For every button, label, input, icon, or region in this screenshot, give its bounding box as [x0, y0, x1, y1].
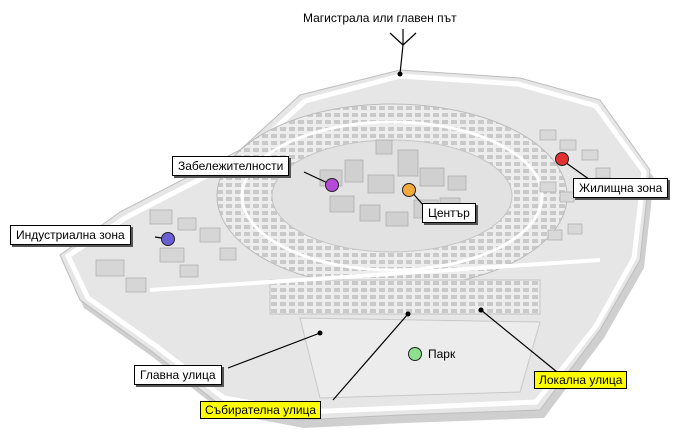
collector-street-label: Събирателна улица: [200, 401, 322, 419]
industrial-marker: [161, 232, 175, 246]
highway-leader-right: [402, 32, 417, 46]
highway-leader-line: [399, 44, 404, 75]
local-street-label: Локална улица: [534, 371, 628, 389]
city-center-area: [271, 139, 513, 253]
highway-ring: [64, 73, 647, 415]
residential-marker: [555, 152, 569, 166]
industrial-buildings: [95, 209, 237, 293]
park-label: Парк: [428, 347, 456, 361]
collector-street-leader: [332, 313, 409, 401]
center-marker: [402, 183, 416, 197]
lower-district-blocks: [269, 279, 541, 315]
landmarks-marker: [325, 178, 339, 192]
local-street-leader: [480, 309, 558, 373]
main-road: [149, 258, 601, 292]
residential-buildings: [539, 129, 611, 241]
highway-leader-left: [389, 32, 404, 46]
landmarks-label: Забележителности: [172, 156, 290, 176]
residential-label: Жилищна зона: [573, 178, 669, 198]
main-street-leader: [227, 332, 321, 369]
park-marker: [408, 347, 422, 361]
highway-label: Магистрала или главен път: [303, 11, 457, 25]
leader-endpoints: [317, 71, 484, 336]
inner-ring-road: [240, 120, 544, 272]
center-label: Център: [422, 203, 476, 223]
main-street-label: Главна улица: [134, 365, 222, 385]
industrial-label: Индустриална зона: [10, 225, 131, 245]
